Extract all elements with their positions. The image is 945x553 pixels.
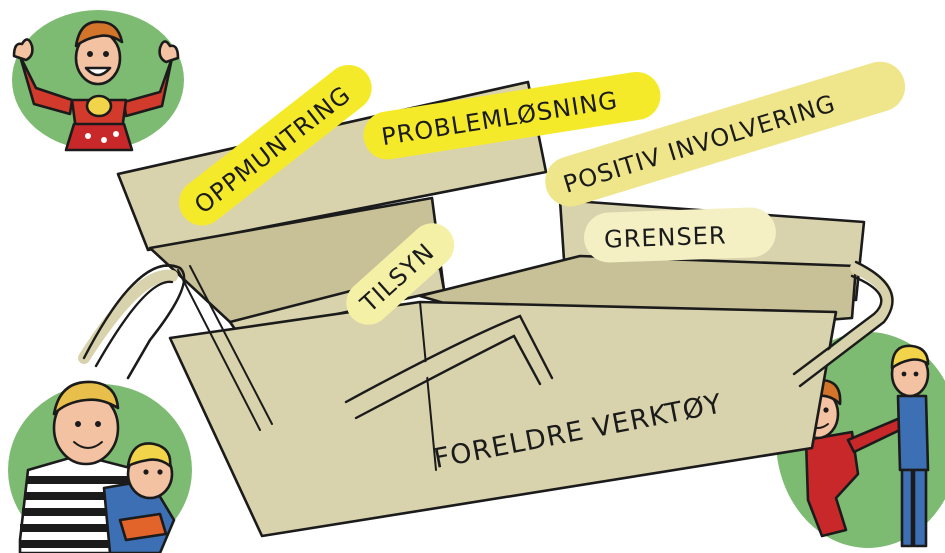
eye [103, 51, 109, 57]
dad-smile [73, 441, 103, 449]
highlight-grenser [584, 207, 776, 263]
label-problemlosning: PROBLEMLØSNING [363, 71, 661, 160]
toolbox-corner-line [419, 301, 437, 471]
skirt [64, 122, 134, 152]
eye [75, 421, 81, 427]
toy-car-icon [118, 512, 168, 542]
handle-arm [177, 269, 261, 431]
highlight-oppmuntring [179, 64, 372, 226]
son-leg [900, 468, 914, 548]
shirt-stripes [20, 476, 150, 548]
son-hair [126, 442, 172, 468]
label-grenser-text: GRENSER [604, 221, 727, 253]
toolbox-right-handle-fill [794, 262, 894, 386]
bottom-left-vignette [8, 380, 192, 553]
skirt-dot [85, 133, 91, 139]
eye [87, 51, 93, 57]
smile [84, 66, 112, 77]
center-handle [344, 314, 554, 420]
small-kid-head [85, 94, 113, 118]
dad-hair [52, 380, 120, 416]
eye [143, 469, 149, 475]
eye [95, 421, 101, 427]
toolbox-left-handle-fill [78, 269, 178, 364]
eye [823, 407, 829, 413]
kid-hair [74, 20, 124, 48]
son-leg [912, 468, 928, 548]
handle-arm [189, 265, 273, 425]
right-thumb-icon [158, 40, 180, 64]
toolbox-right-handle [792, 260, 894, 388]
center-handle-fill [343, 310, 555, 417]
son-shirt [896, 394, 930, 472]
left-thumb-icon [12, 38, 34, 62]
left-arm [18, 54, 74, 116]
label-grenser: GRENSER [584, 207, 776, 263]
eye [913, 371, 919, 377]
skirt-dot [113, 131, 119, 137]
highlight-problemlosning [363, 71, 661, 160]
eye [157, 469, 163, 475]
skirt-dot [101, 137, 107, 143]
son-hair [890, 344, 930, 370]
toolbox-left-handle-outline [82, 264, 182, 368]
highlight-positiv-involvering [545, 61, 906, 207]
eye [901, 371, 907, 377]
toolbox: FORELDRE VERKTØY [78, 80, 894, 538]
highlight-tilsyn [346, 223, 455, 325]
top-left-vignette [12, 10, 184, 152]
